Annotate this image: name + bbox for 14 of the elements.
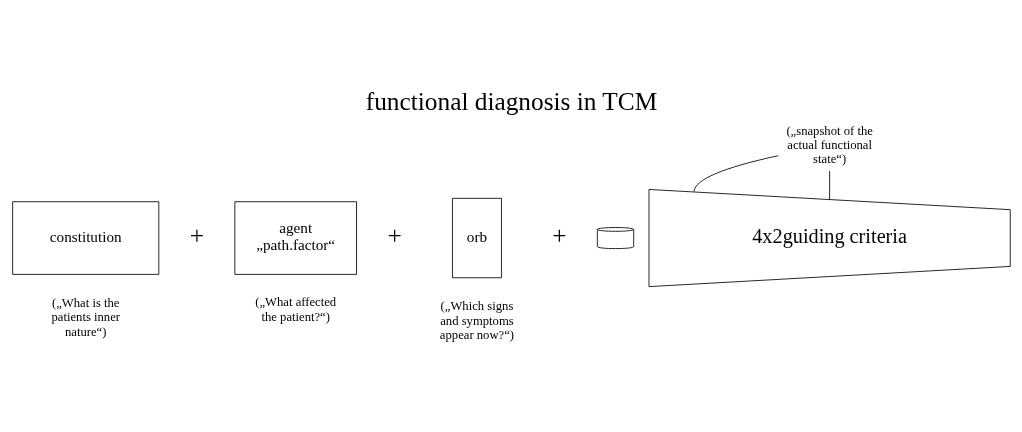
- node-box: 4x2guiding criteria: [648, 188, 1011, 287]
- node-label: („What affected the patient?“): [254, 294, 336, 324]
- node-label: („What is the patients inner nature“): [50, 295, 120, 339]
- node-box: orb: [451, 197, 502, 278]
- label: +: [189, 220, 204, 249]
- connector: [693, 154, 779, 192]
- node-label: („Which signs and symptoms appear now?“): [439, 298, 514, 342]
- connector: [828, 170, 830, 200]
- node-text: („snapshot of the actual functional state“): [785, 123, 873, 166]
- label: +: [386, 220, 402, 249]
- label: +: [551, 220, 566, 249]
- diagram-title: functional diagnosis in TCM: [365, 86, 657, 115]
- node-box: agent „path.factor“: [233, 200, 357, 275]
- node-box: constitution: [11, 200, 159, 275]
